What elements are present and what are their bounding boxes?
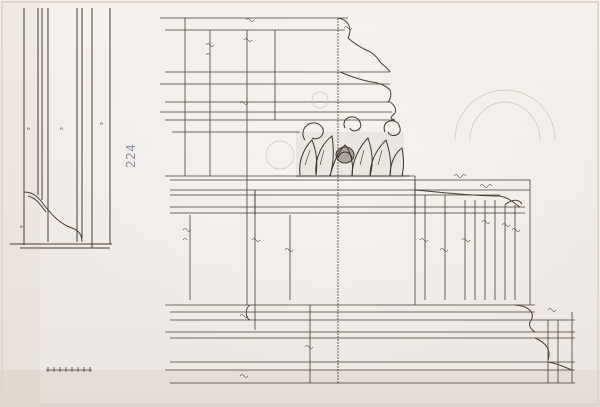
block-edges [254, 180, 523, 215]
pencil-annotation-number: 224 [124, 143, 138, 168]
paper-stain-bottom [0, 370, 600, 407]
svg-text:e: e [100, 121, 103, 127]
cornice-profile [337, 17, 397, 121]
handwritten-notes [182, 18, 557, 378]
vertical-lines [184, 18, 573, 383]
scale-bar [46, 367, 92, 372]
left-profile: e e e e [10, 8, 112, 249]
svg-text:e: e [60, 126, 63, 132]
base-mouldings [245, 304, 573, 371]
pencil-sketch [265, 89, 556, 170]
horizontal-lines [160, 17, 575, 384]
svg-text:e: e [27, 126, 30, 132]
paper-stain-left [0, 0, 40, 407]
capital-ornament [296, 116, 410, 178]
svg-text:e: e [20, 224, 23, 230]
